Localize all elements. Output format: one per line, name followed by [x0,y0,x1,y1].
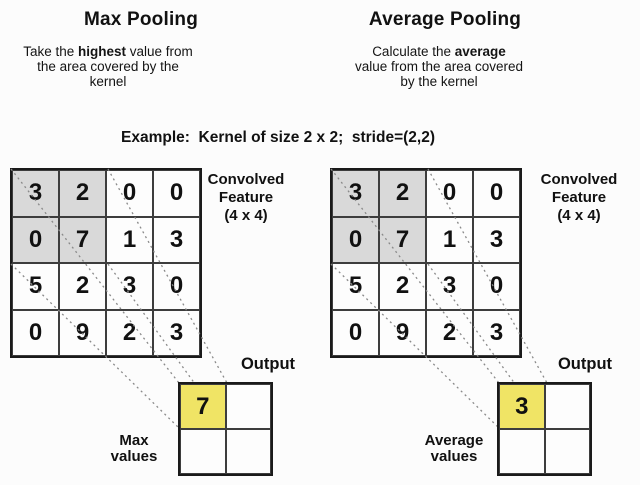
convolved-feature-label-average: Convolved Feature (4 x 4) [534,171,624,225]
feature-cell-r1c0: 0 [12,216,59,263]
feature-cell-r3c3: 3 [473,309,520,356]
output-grid-max: 7 [178,382,273,476]
feature-cell-r2c0: 5 [332,263,379,310]
feature-cell-r1c2: 1 [106,216,153,263]
output-label-max: Output [240,355,296,373]
avg-desc-bold: average [454,44,506,59]
max-desc-post: value from [126,44,193,59]
avg-desc-pre: Calculate the [372,44,455,59]
values-label-line-1: Average [424,432,484,449]
feature-cell-r2c0: 5 [12,263,59,310]
avg-desc-line-2: value from the area covered [354,59,524,74]
values-label-line-1: Max [119,432,149,449]
feature-cell-r0c3: 0 [473,170,520,217]
feature-cell-r3c1: 9 [59,309,106,356]
feature-cell-r1c1: 7 [379,216,426,263]
values-label-line-2: values [110,447,158,465]
output-pooled-value-cell: 3 [499,384,545,429]
convolved-feature-label-max: Convolved Feature (4 x 4) [201,171,291,225]
output-pooled-value-cell: 7 [180,384,226,429]
output-empty-cell [499,429,545,474]
feature-cell-r3c1: 9 [379,309,426,356]
feature-cell-r0c1: 2 [59,170,106,217]
feature-cell-r1c1: 7 [59,216,106,263]
feature-cell-r3c0: 0 [12,309,59,356]
average-values-label: Average values [409,433,499,464]
feature-cell-r3c3: 3 [153,309,200,356]
feature-cell-r2c3: 0 [153,263,200,310]
output-empty-cell [225,429,271,474]
feature-cell-r1c2: 1 [426,216,473,263]
feature-cell-r2c2: 3 [106,263,153,310]
output-empty-cell [180,429,226,474]
feature-cell-r0c3: 0 [153,170,200,217]
feature-cell-r1c3: 3 [153,216,200,263]
avg-desc-line-3: by the kernel [400,74,478,89]
feature-cell-r3c2: 2 [426,309,473,356]
output-label-average: Output [557,355,613,373]
max-values-label: Max values [89,433,179,464]
max-pooling-description: Take the highest value from the area cov… [8,44,208,89]
feature-label-line-3: (4 x 4) [557,207,601,224]
output-empty-cell [225,384,271,429]
feature-cell-r0c2: 0 [106,170,153,217]
average-pooling-description: Calculate the average value from the are… [339,44,539,89]
avg-desc-line-1: Calculate the average [339,44,539,59]
feature-cell-r1c0: 0 [332,216,379,263]
feature-label-line-2: Feature [218,189,274,206]
output-empty-cell [544,384,590,429]
output-grid-average: 3 [497,382,592,476]
feature-cell-r2c1: 2 [59,263,106,310]
feature-cell-r0c0: 3 [332,170,379,217]
feature-cell-r1c3: 3 [473,216,520,263]
feature-label-line-3: (4 x 4) [224,207,268,224]
max-desc-bold: highest [78,44,127,59]
max-desc-pre: Take the [23,44,78,59]
feature-label-line-1: Convolved [540,171,618,188]
feature-cell-r2c2: 3 [426,263,473,310]
average-pooling-title: Average Pooling [368,9,522,30]
max-desc-line-2: the area covered by the [37,59,179,74]
feature-cell-r2c1: 2 [379,263,426,310]
feature-cell-r2c3: 0 [473,263,520,310]
feature-cell-r0c0: 3 [12,170,59,217]
feature-cell-r3c2: 2 [106,309,153,356]
feature-label-line-2: Feature [551,189,607,206]
feature-cell-r3c0: 0 [332,309,379,356]
example-caption: Example: Kernel of size 2 x 2; stride=(2… [121,129,435,146]
feature-cell-r0c1: 2 [379,170,426,217]
output-empty-cell [544,429,590,474]
values-label-line-2: values [430,447,478,465]
feature-cell-r0c2: 0 [426,170,473,217]
feature-label-line-1: Convolved [207,171,285,188]
max-pooling-title: Max Pooling [83,9,199,30]
max-desc-line-3: kernel [89,74,127,89]
max-desc-line-1: Take the highest value from [8,44,208,59]
